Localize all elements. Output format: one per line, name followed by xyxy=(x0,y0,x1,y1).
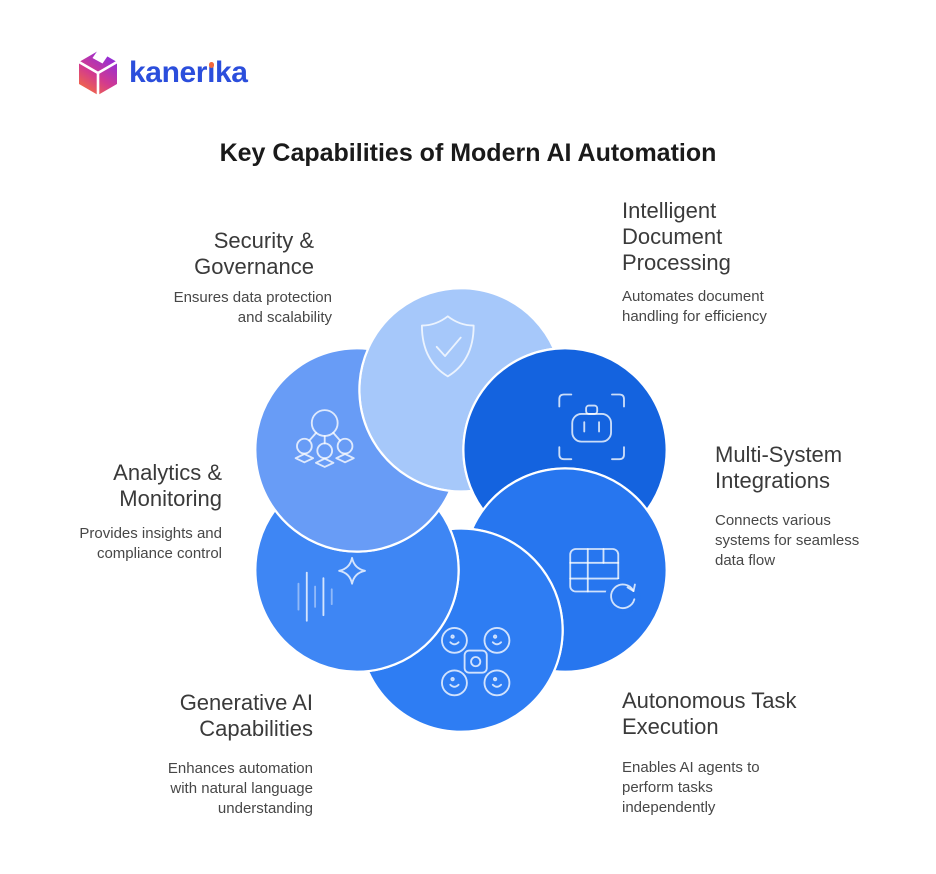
capability-autonomous-task-execution: Autonomous Task Execution Enables AI age… xyxy=(622,688,796,818)
table-sync-icon xyxy=(569,548,641,614)
capability-title: Intelligent Document Processing xyxy=(622,198,731,275)
kanerika-wordmark: kanerıka xyxy=(129,56,248,89)
petals xyxy=(230,287,692,733)
robot-scan-icon xyxy=(558,393,625,461)
capability-description: Provides insights and compliance control xyxy=(79,525,222,562)
cube-notch xyxy=(92,50,108,64)
voice-wave-sparkle-icon xyxy=(297,556,366,622)
capability-title: Generative AI Capabilities xyxy=(179,690,313,741)
drone-icon xyxy=(441,626,511,697)
capability-analytics-monitoring: Analytics & Monitoring Provides insights… xyxy=(79,460,222,564)
cube-edges xyxy=(77,60,119,96)
shield-check-icon xyxy=(420,315,475,378)
capability-title: Analytics & Monitoring xyxy=(113,460,222,511)
capability-title: Security & Governance xyxy=(194,228,314,279)
capability-intelligent-document-processing: Intelligent Document Processing Automate… xyxy=(622,198,767,327)
kanerika-cube-icon xyxy=(77,50,119,96)
capability-flower xyxy=(230,287,692,733)
capability-description: Enhances automation with natural languag… xyxy=(167,760,313,817)
kanerika-logo: kanerıka xyxy=(76,50,248,96)
capability-description: Enables AI agents to perform tasks indep… xyxy=(622,759,760,816)
capability-description: Connects various systems for seamless da… xyxy=(715,512,860,569)
capability-title: Multi-System Integrations xyxy=(715,442,843,493)
capability-description: Ensures data protection and scalability xyxy=(173,289,332,326)
capability-generative-ai-capabilities: Generative AI Capabilities Enhances auto… xyxy=(168,690,313,819)
page-title: Key Capabilities of Modern AI Automation xyxy=(219,139,717,167)
capability-title: Autonomous Task Execution xyxy=(622,688,797,739)
capability-security-governance: Security & Governance Ensures data prote… xyxy=(174,228,332,328)
capability-description: Automates document handling for efficien… xyxy=(622,288,767,325)
capability-multi-system-integrations: Multi-System Integrations Connects vario… xyxy=(715,442,859,571)
org-network-icon xyxy=(294,409,355,468)
